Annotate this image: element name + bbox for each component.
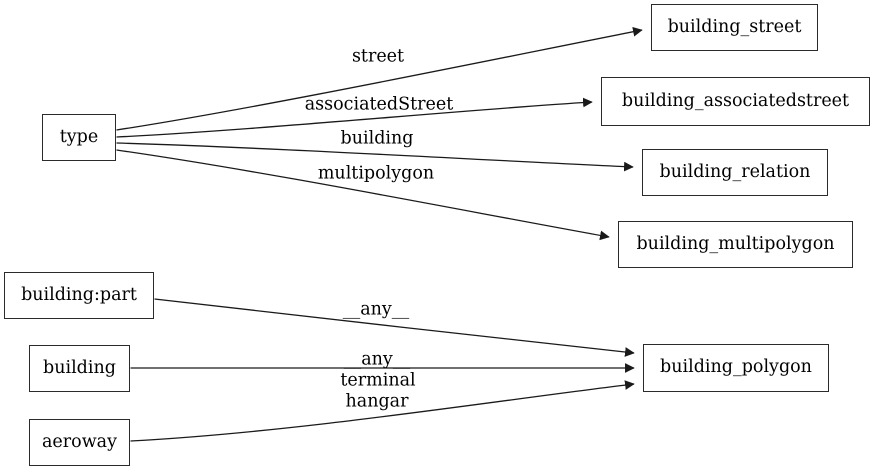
node-label: building_relation (659, 161, 811, 182)
node-label: type (59, 126, 99, 147)
node-building-relation[interactable]: building_relation (642, 149, 828, 196)
node-label: aeroway (42, 431, 117, 452)
node-label: building_street (667, 16, 802, 37)
edge-label-associatedstreet: associatedStreet (304, 94, 454, 115)
node-building-polygon[interactable]: building_polygon (643, 344, 829, 392)
edge-label-terminal: terminal (340, 370, 416, 391)
node-label: building_multipolygon (636, 233, 835, 254)
node-building[interactable]: building (29, 345, 130, 392)
node-type[interactable]: type (42, 114, 116, 161)
node-building-part[interactable]: building:part (4, 272, 154, 319)
node-building-street[interactable]: building_street (651, 4, 818, 51)
node-building-associatedstreet[interactable]: building_associatedstreet (601, 77, 870, 126)
edge-label-multipolygon: multipolygon (317, 163, 435, 184)
edge-label-hangar: hangar (345, 391, 409, 412)
node-label: building (43, 357, 116, 378)
edge-label-building: building (340, 128, 414, 149)
node-aeroway[interactable]: aeroway (29, 419, 130, 466)
node-label: building_associatedstreet (621, 90, 850, 111)
edge-label-any-part: __any__ (342, 299, 410, 320)
node-label: building:part (21, 284, 137, 305)
edge-label-any-building: __any__ (343, 349, 411, 370)
edge-label-street: street (351, 46, 405, 67)
node-label: building_polygon (660, 357, 812, 378)
node-building-multipolygon[interactable]: building_multipolygon (618, 221, 853, 268)
edge-type-building_street (116, 26, 643, 131)
